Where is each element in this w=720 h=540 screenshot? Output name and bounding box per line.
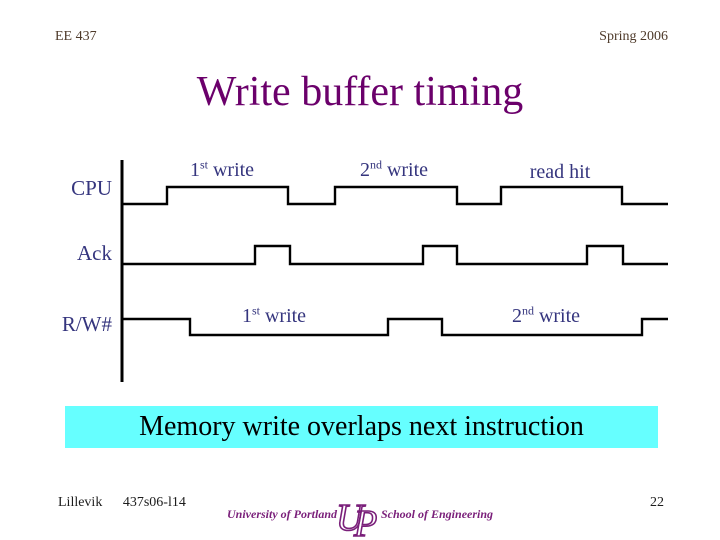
- signal-label-rw: R/W#: [61, 312, 112, 336]
- signal-label-cpu: CPU: [71, 176, 112, 200]
- course-label: EE 437: [55, 29, 97, 44]
- pulse-annotation: 1st write: [189, 157, 255, 181]
- callout-banner: Memory write overlaps next instruction: [65, 406, 658, 448]
- footer-deck-id: 437s06-l14: [122, 495, 186, 510]
- footer-school-name: School of Engineering: [381, 507, 494, 521]
- waveform-rw: [122, 317, 668, 337]
- waveform-ack: [122, 244, 668, 266]
- logo-letter-p: P: [353, 503, 377, 540]
- university-logo-icon: U P: [335, 496, 378, 540]
- footer-author-block: Lillevik 437s06-l14: [58, 495, 186, 511]
- waveform-cpu: [122, 185, 668, 206]
- callout-banner-text: Memory write overlaps next instruction: [139, 411, 584, 442]
- logo-letter-u: U: [336, 497, 366, 539]
- footer-university-name: University of Portland: [227, 507, 337, 521]
- slide-title: Write buffer timing: [196, 69, 524, 115]
- term-label: Spring 2006: [599, 29, 668, 44]
- signal-label-ack: Ack: [77, 241, 112, 265]
- pulse-annotation: 2nd write: [511, 303, 581, 327]
- footer-author: Lillevik: [58, 495, 103, 510]
- pulse-annotation: read hit: [529, 161, 591, 183]
- pulse-annotation: 1st write: [241, 303, 307, 327]
- page-number: 22: [650, 495, 664, 510]
- pulse-annotation: 2nd write: [359, 157, 429, 181]
